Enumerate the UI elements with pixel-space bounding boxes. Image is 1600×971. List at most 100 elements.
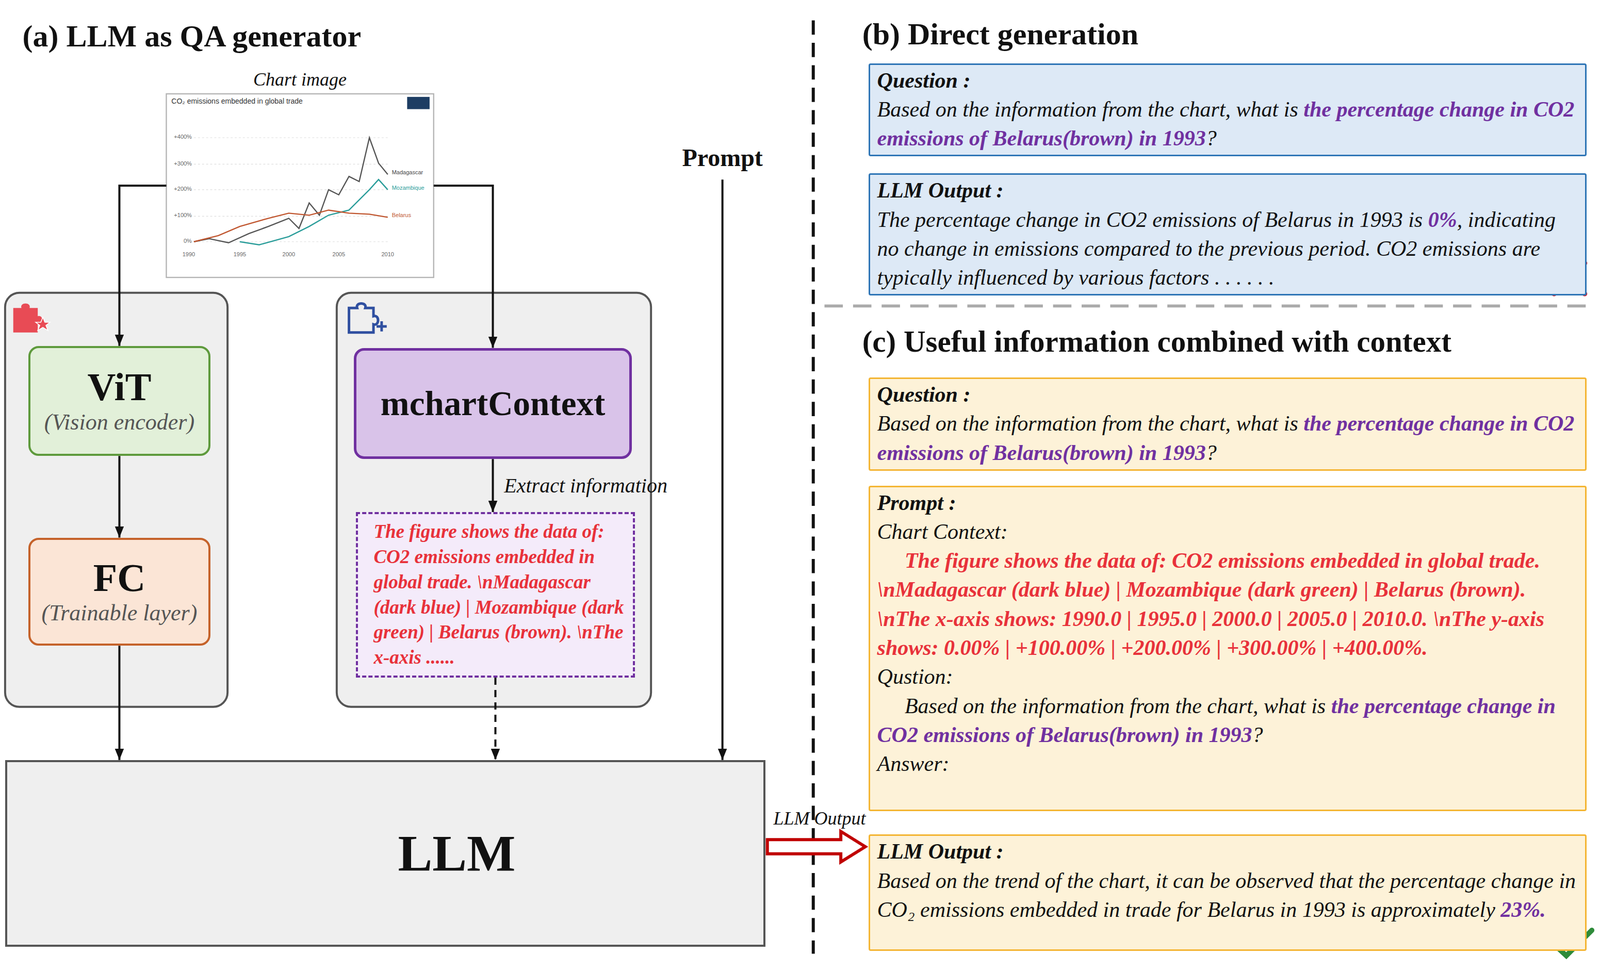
node-text: Based on the information from the chart,… <box>877 97 1299 122</box>
chart-text: Madagascar <box>392 169 424 176</box>
text-block: The figure shows the data of: CO2 emissi… <box>373 519 626 671</box>
edge-label: Extract information <box>503 474 668 498</box>
hollow-arrow <box>767 831 866 862</box>
node-text: Question : <box>877 382 971 407</box>
node-text: Answer: <box>877 752 950 776</box>
question-box: Question : Based on the information from … <box>868 377 1588 471</box>
prompt-box: Prompt : Chart Context: The figure shows t… <box>868 485 1588 812</box>
text-block: FC <box>93 556 146 600</box>
puzzle-icon <box>349 303 379 333</box>
node-text: Qustion: <box>877 664 954 689</box>
node-text: Based on the information from the chart,… <box>877 411 1299 436</box>
node-text: (Vision encoder) <box>44 409 195 435</box>
grid-line <box>193 164 388 165</box>
text-block: LLM Output : <box>877 175 1577 205</box>
chart-text: 2005 <box>326 251 351 258</box>
mchartcontext-box: mchartContext <box>353 348 632 460</box>
text-block: (Trainable layer) <box>41 599 198 628</box>
text-block: Qustion: <box>877 662 1577 692</box>
connector <box>494 677 497 761</box>
connector <box>433 185 494 349</box>
panel-heading: (a) LLM as QA generator <box>22 18 362 55</box>
node-text: Chart Context: <box>877 519 1008 544</box>
node-text: mchartContext <box>380 384 606 423</box>
puzzle-icon <box>13 303 43 333</box>
divider-horizontal <box>824 304 1592 308</box>
node-text: The figure shows the data of: CO2 emissi… <box>877 548 1545 660</box>
node-text: The figure shows the data of: CO2 emissi… <box>373 520 624 668</box>
text-block: ViT <box>87 365 152 410</box>
chart-text: Mozambique <box>392 184 425 192</box>
node-text: Based on the trend of the chart, it can … <box>877 869 1577 922</box>
trainable-layer-box: FC(Trainable layer) <box>28 537 210 647</box>
chart-text: +200% <box>167 185 192 193</box>
text-block: Question : <box>877 380 1577 410</box>
belarus-line <box>193 209 388 242</box>
llm-box: LLM <box>5 760 766 948</box>
connector <box>118 455 121 538</box>
grid-line <box>193 216 388 217</box>
vision-encoder-box: ViT(Vision encoder) <box>28 346 210 457</box>
chart-text: 0% <box>167 237 192 245</box>
node-text: The percentage change in CO2 emissions o… <box>877 207 1424 232</box>
node-text: LLM Output : <box>877 178 1004 203</box>
chart-logo <box>406 96 430 110</box>
chart-frame <box>166 93 434 278</box>
panel-heading: (b) Direct generation <box>862 16 1139 53</box>
grid-line <box>193 137 388 138</box>
text-block: Based on the information from the chart,… <box>877 94 1577 154</box>
text-block: The percentage change in CO2 emissions o… <box>877 205 1577 293</box>
panel-heading: (c) Useful information combined with con… <box>862 324 1452 360</box>
madagascar-line <box>193 137 388 243</box>
node-text: ? <box>1205 441 1217 465</box>
text-block: (Vision encoder) <box>44 409 195 437</box>
grid-line <box>193 189 388 190</box>
text-block: LLM Output : <box>877 837 1577 867</box>
node-text: Chart image <box>253 69 347 90</box>
text-block: Chart Context: <box>877 517 1577 547</box>
connector <box>721 179 724 761</box>
prompt-label: Prompt <box>669 142 776 180</box>
text-block: Question : <box>877 66 1577 95</box>
mozambique-line <box>239 179 388 246</box>
chart-text: 1995 <box>227 251 252 258</box>
text-block: The figure shows the data of: CO2 emissi… <box>877 546 1577 663</box>
left-panel <box>5 292 228 708</box>
node-text: 0% <box>1428 207 1458 232</box>
text-block: Based on the trend of the chart, it can … <box>877 866 1577 925</box>
star-icon <box>35 317 51 331</box>
output-box: LLM Output : Based on the trend of the ch… <box>868 834 1588 952</box>
chart-grid <box>193 137 388 242</box>
text-block: Based on the information from the chart,… <box>877 691 1577 750</box>
text-block: Prompt <box>669 142 776 173</box>
text-block: Based on the information from the chart,… <box>877 409 1577 468</box>
middle-panel <box>336 292 651 708</box>
chart-text: +300% <box>167 160 192 168</box>
node-text: FC <box>93 556 146 600</box>
node-text: Prompt : <box>877 491 957 515</box>
chart-text: +400% <box>167 133 192 141</box>
connector <box>119 185 167 347</box>
text-block: mchartContext <box>380 383 606 424</box>
node-text: 23%. <box>1500 898 1546 922</box>
node-text: ? <box>1252 723 1264 747</box>
chart-text: 2000 <box>276 251 301 258</box>
connector <box>492 459 495 513</box>
node-text: Prompt <box>681 143 763 172</box>
node-text: ? <box>1205 126 1217 151</box>
node-text: LLM Output : <box>877 839 1004 864</box>
node-text: LLM <box>398 824 516 883</box>
node-text: ViT <box>87 365 152 409</box>
chart-text: 1990 <box>176 251 201 258</box>
text-block: Answer: <box>877 749 1577 779</box>
node-text: (Trainable layer) <box>41 600 198 626</box>
chart-text: CO₂ emissions embedded in global trade <box>171 96 303 106</box>
chart-text: 2010 <box>375 251 400 258</box>
text-block: Prompt : <box>877 488 1577 518</box>
connector <box>118 645 121 761</box>
plus-icon <box>376 321 387 332</box>
question-box: Question : Based on the information from … <box>868 63 1588 157</box>
chart-text: Belarus <box>392 211 412 219</box>
node-text: Question : <box>877 68 971 93</box>
